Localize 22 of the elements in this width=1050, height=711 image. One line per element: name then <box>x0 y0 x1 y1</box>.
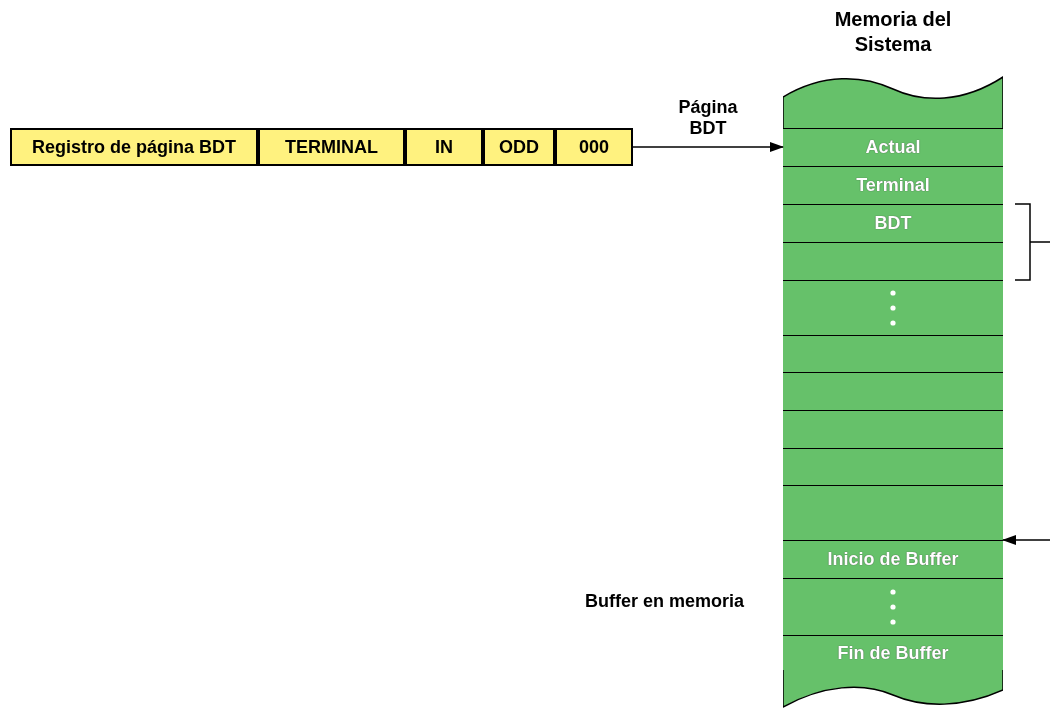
note-label: Buffer en memoria <box>585 591 745 612</box>
register-field: Registro de página BDT <box>10 128 258 166</box>
register-field: TERMINAL <box>258 128 405 166</box>
register-field: IN <box>405 128 483 166</box>
memory-row: Fin de Buffer <box>783 635 1003 670</box>
memory-row <box>783 242 1003 280</box>
column-heading: Memoria del Sistema <box>833 7 953 57</box>
memory-row: BDT <box>783 204 1003 242</box>
register-field: 000 <box>555 128 633 166</box>
memory-row <box>783 335 1003 372</box>
memory-row <box>783 448 1003 485</box>
memory-row: Actual <box>783 128 1003 166</box>
memory-row: Inicio de Buffer <box>783 540 1003 578</box>
memory-row <box>783 410 1003 448</box>
memory-row <box>783 372 1003 410</box>
memory-row <box>783 280 1003 335</box>
memory-row <box>783 485 1003 540</box>
memory-row: Terminal <box>783 166 1003 204</box>
memory-row <box>783 578 1003 635</box>
arrow <box>632 142 784 152</box>
arrow <box>1002 535 1050 545</box>
register-field: ODD <box>483 128 555 166</box>
